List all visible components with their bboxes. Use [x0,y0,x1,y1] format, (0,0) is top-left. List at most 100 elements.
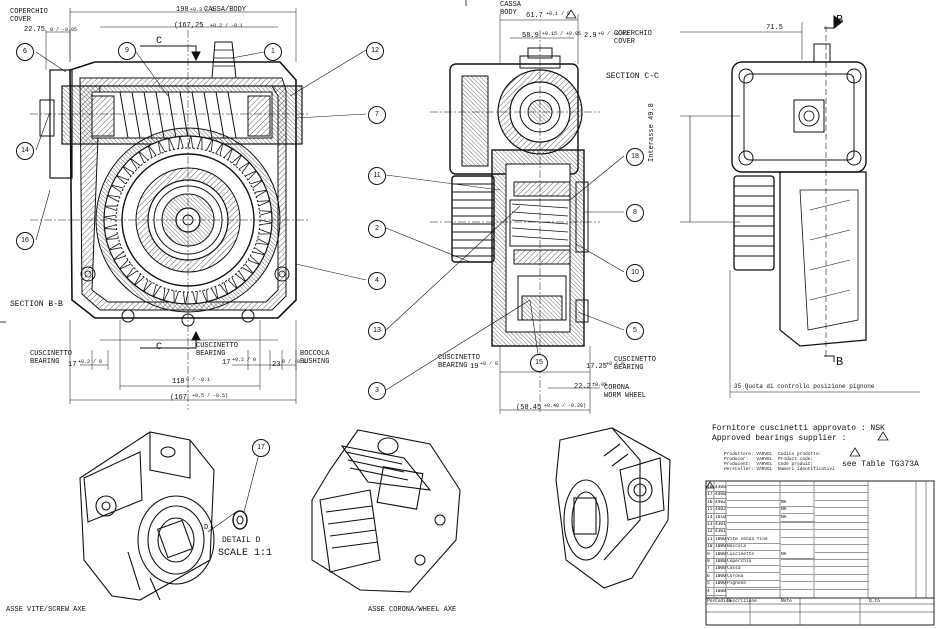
section-c-c-title: SECTION C-C [606,72,659,81]
gear-tooth [173,290,179,304]
bom-cell: Cuscinetto [727,552,781,559]
bom-cell [781,581,815,583]
bom-cell: NA [781,500,815,507]
bom-cell: Boccola [727,544,781,552]
label-boccola-bushing: BOCCOLA BUSHING [300,350,330,366]
balloon-5: 5 [626,322,644,340]
gear-tooth [178,135,184,149]
balloon-2: 2 [368,220,386,238]
bom-cell: 4408 [715,485,727,492]
gear-tooth [122,166,135,177]
label-cuscinetto-bearing-mid-left: CUSCINETTO BEARING [438,354,481,370]
bom-cell: 8 [707,559,715,566]
gear-tooth [192,291,198,305]
bom-cell [781,522,815,523]
gear-tooth [215,142,224,156]
dim-167-bottom: (167 [170,394,187,402]
bom-cell: 11 [707,537,715,544]
dim-17-center: 17 [222,359,231,367]
gear-tooth [252,247,266,256]
bom-cell [815,581,869,583]
bom-cell [815,566,869,568]
gear-tooth [103,224,117,230]
label-see-table: see Table TG373A [842,460,919,469]
gear-tooth [250,179,263,189]
bom-cell: 1000 [715,536,727,544]
balloon-11: 11 [368,167,386,185]
bom-cell: 9 [707,552,715,559]
section-mark-b-top: B [836,13,844,27]
bom-cell: 1000 [715,588,727,596]
bom-cell [815,492,869,494]
dim-61-7-tol: +0.1 / 0 [546,11,571,17]
label-produttore: Produttore: VARVEL Codice prodotto: Prod… [724,452,835,472]
gear-tooth [258,229,272,235]
balloon-18: 18 [626,148,644,166]
bom-cell [781,492,815,494]
balloon-7: 7 [368,106,386,124]
leader-lines [35,49,625,513]
dim-17-left: 17 [68,361,77,369]
gear-tooth [126,267,138,279]
bom-cell: NA [781,515,815,522]
dim-58-9-tol: +0.15 / +0.05 [542,31,582,37]
bom-cell: 4408 [715,492,727,500]
bom-cell: 1000 [715,559,727,566]
bom-cell [727,485,781,486]
gear-tooth [105,233,119,240]
gear-tooth [182,291,189,305]
dim-17-25-tol: +0 / 0 [606,361,625,367]
dim-17-center-tol: +0.2 / 0 [232,357,257,363]
isometric-view-1 [79,431,237,601]
bom-header-cell: Codice [715,599,732,604]
bom-cell [815,522,869,523]
bom-cell [727,588,781,590]
gear-tooth [110,184,124,193]
bom-header-cell: Q.tà [869,599,880,604]
bom-cell: 15 [707,507,715,515]
dim-118: 118 [172,378,185,386]
bom-cell [815,529,869,531]
gear-tooth [108,242,122,251]
dim-interasse: Interasse 49.8 [648,103,656,162]
gear-tooth [197,136,203,150]
bom-cell: 7 [707,566,715,574]
dim-198: 198 [176,6,189,14]
section-c-c-view [430,14,600,414]
balloon-4: 4 [368,272,386,290]
gear-tooth [235,270,247,282]
bom-cell [781,536,815,538]
dim-2-9-tol: +0 / -0.02 [598,31,629,37]
bom-cell: 10 [707,544,715,552]
bom-cell [815,514,869,516]
label-fornitore: Fornitore cuscinetti approvato : NSK [712,424,885,433]
dim-167-25-top: (167,25 [174,22,204,30]
dim-118-tol: 0 / -0.1 [186,377,211,383]
bom-cell [815,507,869,509]
gear-tooth [241,263,254,274]
bom-cell: 1000 [715,566,727,574]
bom-cell: 4301 [715,529,727,537]
label-quota-controllo: 35 Quota di controllo posizione pignone [734,383,875,390]
balloon-6: 6 [16,43,34,61]
gear-tooth [231,154,242,167]
label-scale: SCALE 1:1 [218,548,273,559]
dim-58-45-tol: +0.40 / -0.20) [544,403,587,409]
side-view-right [680,15,920,398]
dim-58-9: 58.9 [522,32,539,40]
balloon-9: 9 [118,42,136,60]
gear-tooth [138,151,149,164]
gear-tooth [244,170,257,181]
bom-cell [815,551,869,553]
gear-tooth [134,273,145,286]
gear-tooth [103,214,117,221]
detail-d-bearing [232,510,248,530]
bom-cell: 4402 [715,507,727,515]
bom-cell: 16 [707,500,715,507]
bom-cell [727,529,781,531]
dim-198-tol: +0.3 / 0 [190,7,215,13]
bom-cell [815,536,869,538]
bom-cell [727,522,781,523]
gear-tooth [256,238,269,246]
bom-header-cell: Pos [707,599,716,604]
